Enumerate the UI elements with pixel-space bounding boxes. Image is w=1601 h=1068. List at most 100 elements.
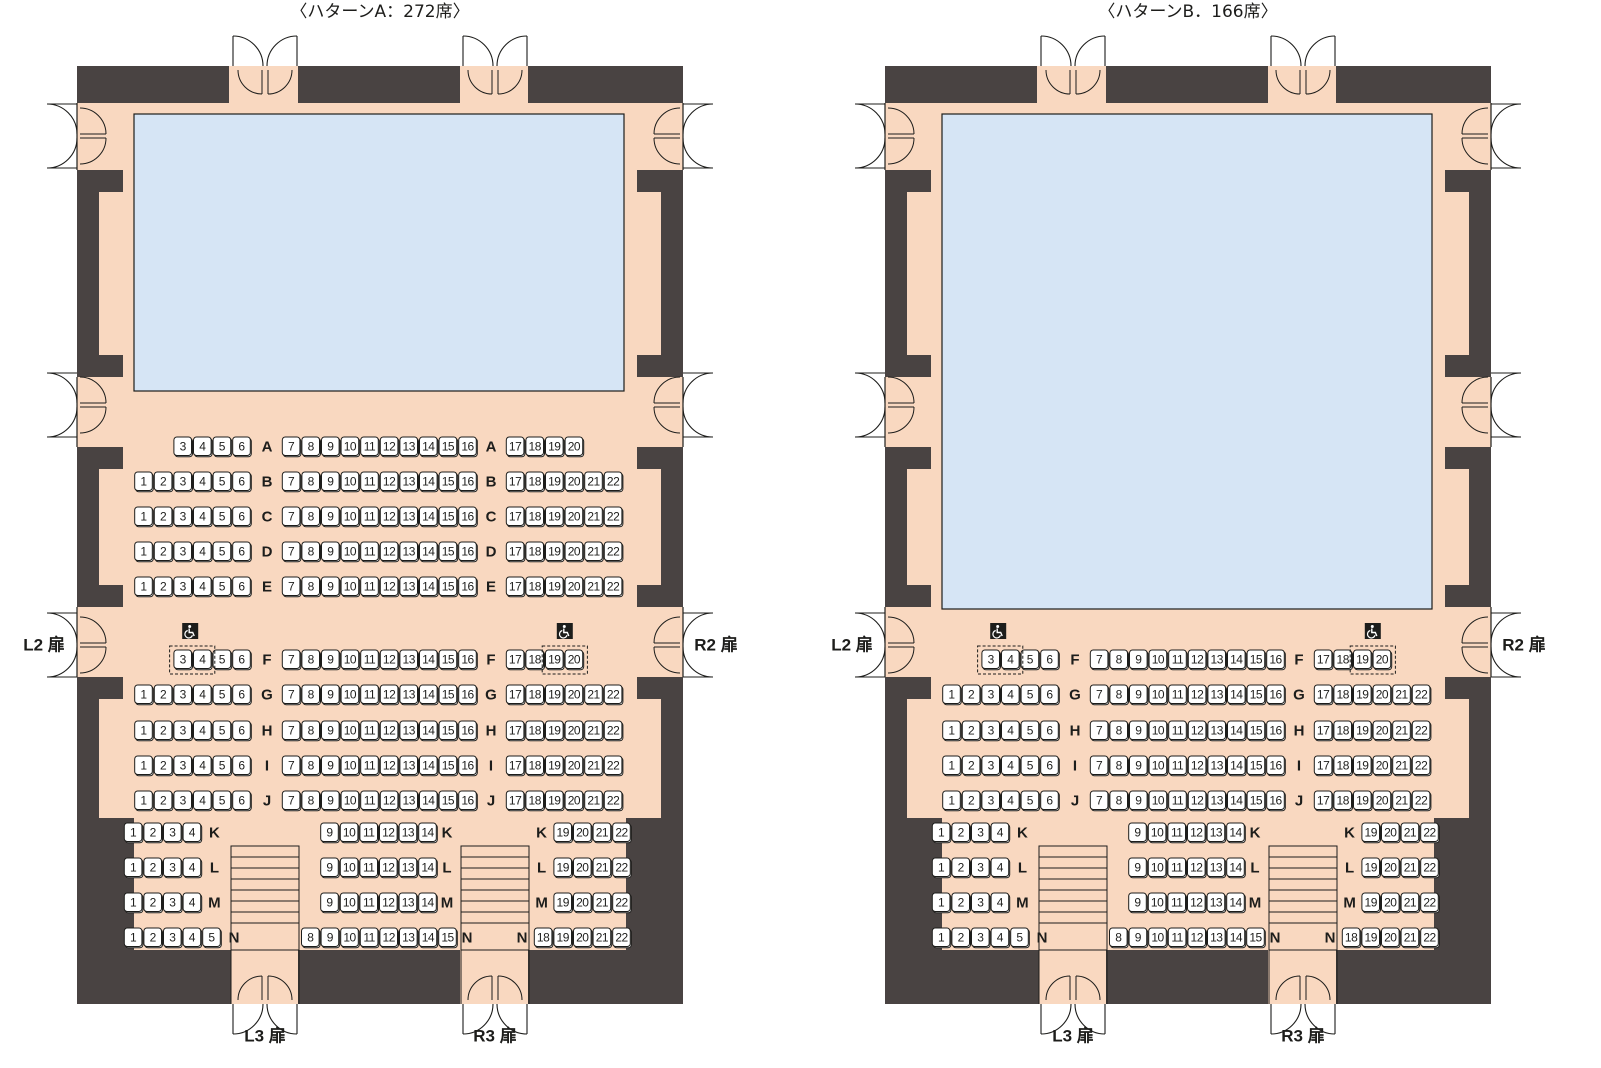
row-label: N (1270, 930, 1281, 947)
seat: 19 (1353, 790, 1373, 812)
seat-number: 3 (180, 440, 187, 454)
seat-number: 18 (1337, 653, 1350, 667)
seat-number: 2 (968, 724, 975, 738)
seat: 16 (1266, 755, 1286, 777)
seat: 21 (584, 790, 604, 812)
row-label: K (1344, 825, 1355, 842)
seat-number: 18 (529, 475, 542, 489)
seat: 11 (360, 755, 380, 777)
seat-number: 3 (988, 724, 995, 738)
seat: 9 (1129, 755, 1149, 777)
wall (298, 66, 460, 103)
seat-number: 21 (587, 580, 600, 594)
row-label: H (1294, 723, 1305, 740)
wall-recess (99, 469, 123, 585)
seat-number: 17 (509, 510, 522, 524)
seat-number: 16 (461, 580, 474, 594)
seat: 19 (545, 471, 565, 493)
seat-number: 14 (1229, 896, 1242, 910)
seat-number: 17 (509, 545, 522, 559)
seat-number: 17 (1317, 724, 1330, 738)
seat-number: 14 (421, 826, 434, 840)
seat: 4 (193, 541, 213, 563)
seat-number: 14 (422, 653, 435, 667)
seat-number: 1 (140, 759, 147, 773)
seat: 2 (951, 822, 971, 844)
seat: 9 (1128, 892, 1148, 914)
seat: 4 (193, 576, 213, 598)
seat: 9 (1129, 649, 1149, 671)
seat: 5 (212, 506, 233, 528)
row-label: N (462, 930, 473, 947)
seat-number: 19 (548, 724, 561, 738)
seat: 18 (525, 790, 546, 812)
seat-number: 18 (529, 724, 542, 738)
seat: 19 (1353, 649, 1373, 671)
seat: 18 (525, 684, 546, 706)
seat: 1 (123, 857, 144, 879)
seat-number: 5 (219, 724, 226, 738)
seat-number: 10 (1151, 896, 1164, 910)
seat-number: 4 (997, 896, 1004, 910)
seat-number: 21 (587, 688, 600, 702)
seat-number: 16 (461, 440, 474, 454)
seat: 11 (360, 471, 380, 493)
seat-number: 22 (1423, 931, 1436, 945)
seat: 20 (564, 649, 585, 671)
seat: 18 (525, 436, 546, 458)
seat: 11 (1167, 822, 1187, 844)
seat: 22 (603, 576, 624, 598)
seat-number: 14 (1230, 794, 1243, 808)
seat: 8 (1109, 755, 1129, 777)
seat-number: 5 (208, 931, 215, 945)
seat-number: 12 (383, 475, 396, 489)
seat: 4 (1001, 649, 1021, 671)
seat-number: 21 (1404, 931, 1417, 945)
seat-number: 4 (997, 931, 1004, 945)
seat: 18 (1333, 720, 1354, 742)
seat-number: 12 (383, 931, 396, 945)
seat-number: 12 (382, 896, 395, 910)
seat-number: 6 (238, 475, 245, 489)
seat-number: 22 (607, 545, 620, 559)
seat: 10 (340, 720, 361, 742)
seat-number: 21 (1395, 794, 1408, 808)
wall-recess (907, 192, 931, 355)
seat-number: 21 (1404, 826, 1417, 840)
seat: 6 (1040, 790, 1060, 812)
seat: 2 (143, 857, 163, 879)
row-label: C (486, 509, 497, 526)
seat-number: 7 (288, 545, 295, 559)
seat-number: 6 (238, 724, 245, 738)
seat: 3 (981, 649, 1001, 671)
row-label: G (1293, 687, 1305, 704)
seat: 20 (1381, 892, 1401, 914)
seat: 7 (281, 684, 302, 706)
seat: 11 (360, 576, 380, 598)
seat: 6 (1040, 720, 1060, 742)
seat-number: 6 (1046, 653, 1053, 667)
seat: 19 (553, 857, 574, 879)
seat-number: 13 (1211, 653, 1224, 667)
seat: 15 (438, 576, 459, 598)
seat-number: 11 (364, 794, 376, 808)
seat: 3 (971, 857, 991, 879)
seat: 22 (603, 506, 624, 528)
seat: 17 (505, 471, 526, 493)
row-label: L (537, 860, 546, 877)
seat: 7 (1089, 684, 1110, 706)
seat-number: 9 (327, 580, 334, 594)
wall (1106, 950, 1268, 1004)
seat: 13 (399, 927, 419, 949)
row-label: L (442, 860, 451, 877)
seat: 14 (418, 892, 438, 914)
seat: 22 (603, 471, 624, 493)
seat-number: 14 (422, 931, 435, 945)
seat-number: 4 (1007, 724, 1014, 738)
seat-number: 9 (327, 653, 334, 667)
seat: 4 (193, 720, 213, 742)
seat: 19 (545, 436, 565, 458)
seat-number: 21 (596, 931, 609, 945)
